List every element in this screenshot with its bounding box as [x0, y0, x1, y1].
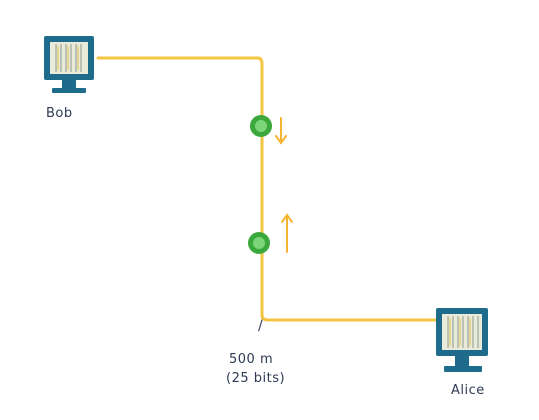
alice-label: Alice: [451, 383, 485, 398]
bits-label: (25 bits): [226, 371, 286, 386]
bob-computer-icon: [44, 36, 94, 93]
alice-computer-icon: [436, 308, 488, 372]
signal-dot-up: [248, 232, 270, 254]
distance-label: 500 m: [229, 352, 274, 367]
link-wire: [96, 56, 438, 322]
distance-tick-mark: /: [258, 318, 264, 334]
signal-dot-down: [250, 115, 272, 137]
arrow-up-icon: [281, 213, 293, 253]
arrow-down-icon: [275, 117, 287, 145]
bob-label: Bob: [46, 106, 73, 121]
